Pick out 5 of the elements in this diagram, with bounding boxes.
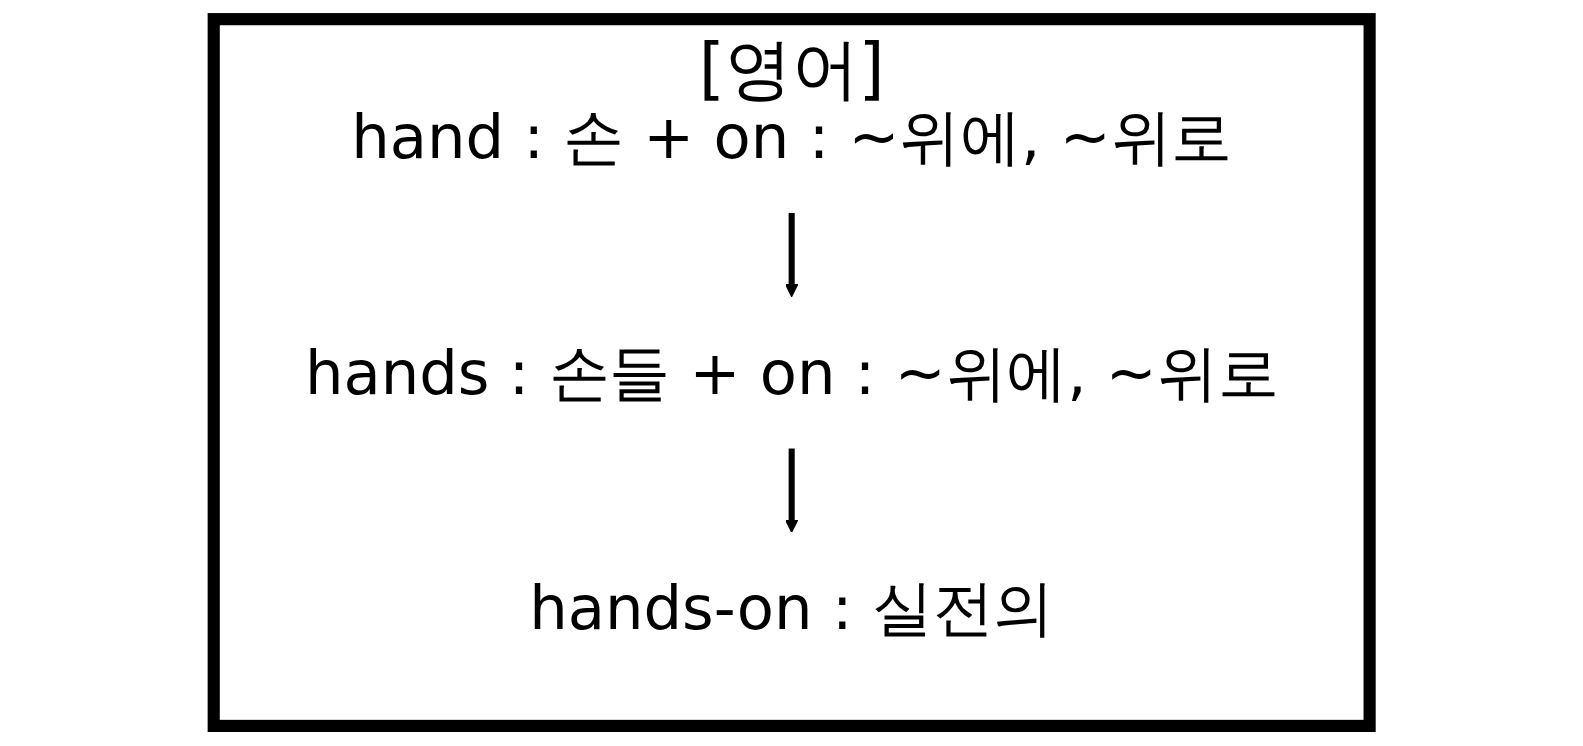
node-text: hands-on : 실전의 xyxy=(529,573,1054,644)
arrow xyxy=(784,449,799,534)
node-text: hands : 손들 + on : ~위에, ~위로 xyxy=(304,338,1279,408)
arrow xyxy=(784,213,799,298)
node-text: hand : 손 + on : ~위에, ~위로 xyxy=(350,102,1233,173)
